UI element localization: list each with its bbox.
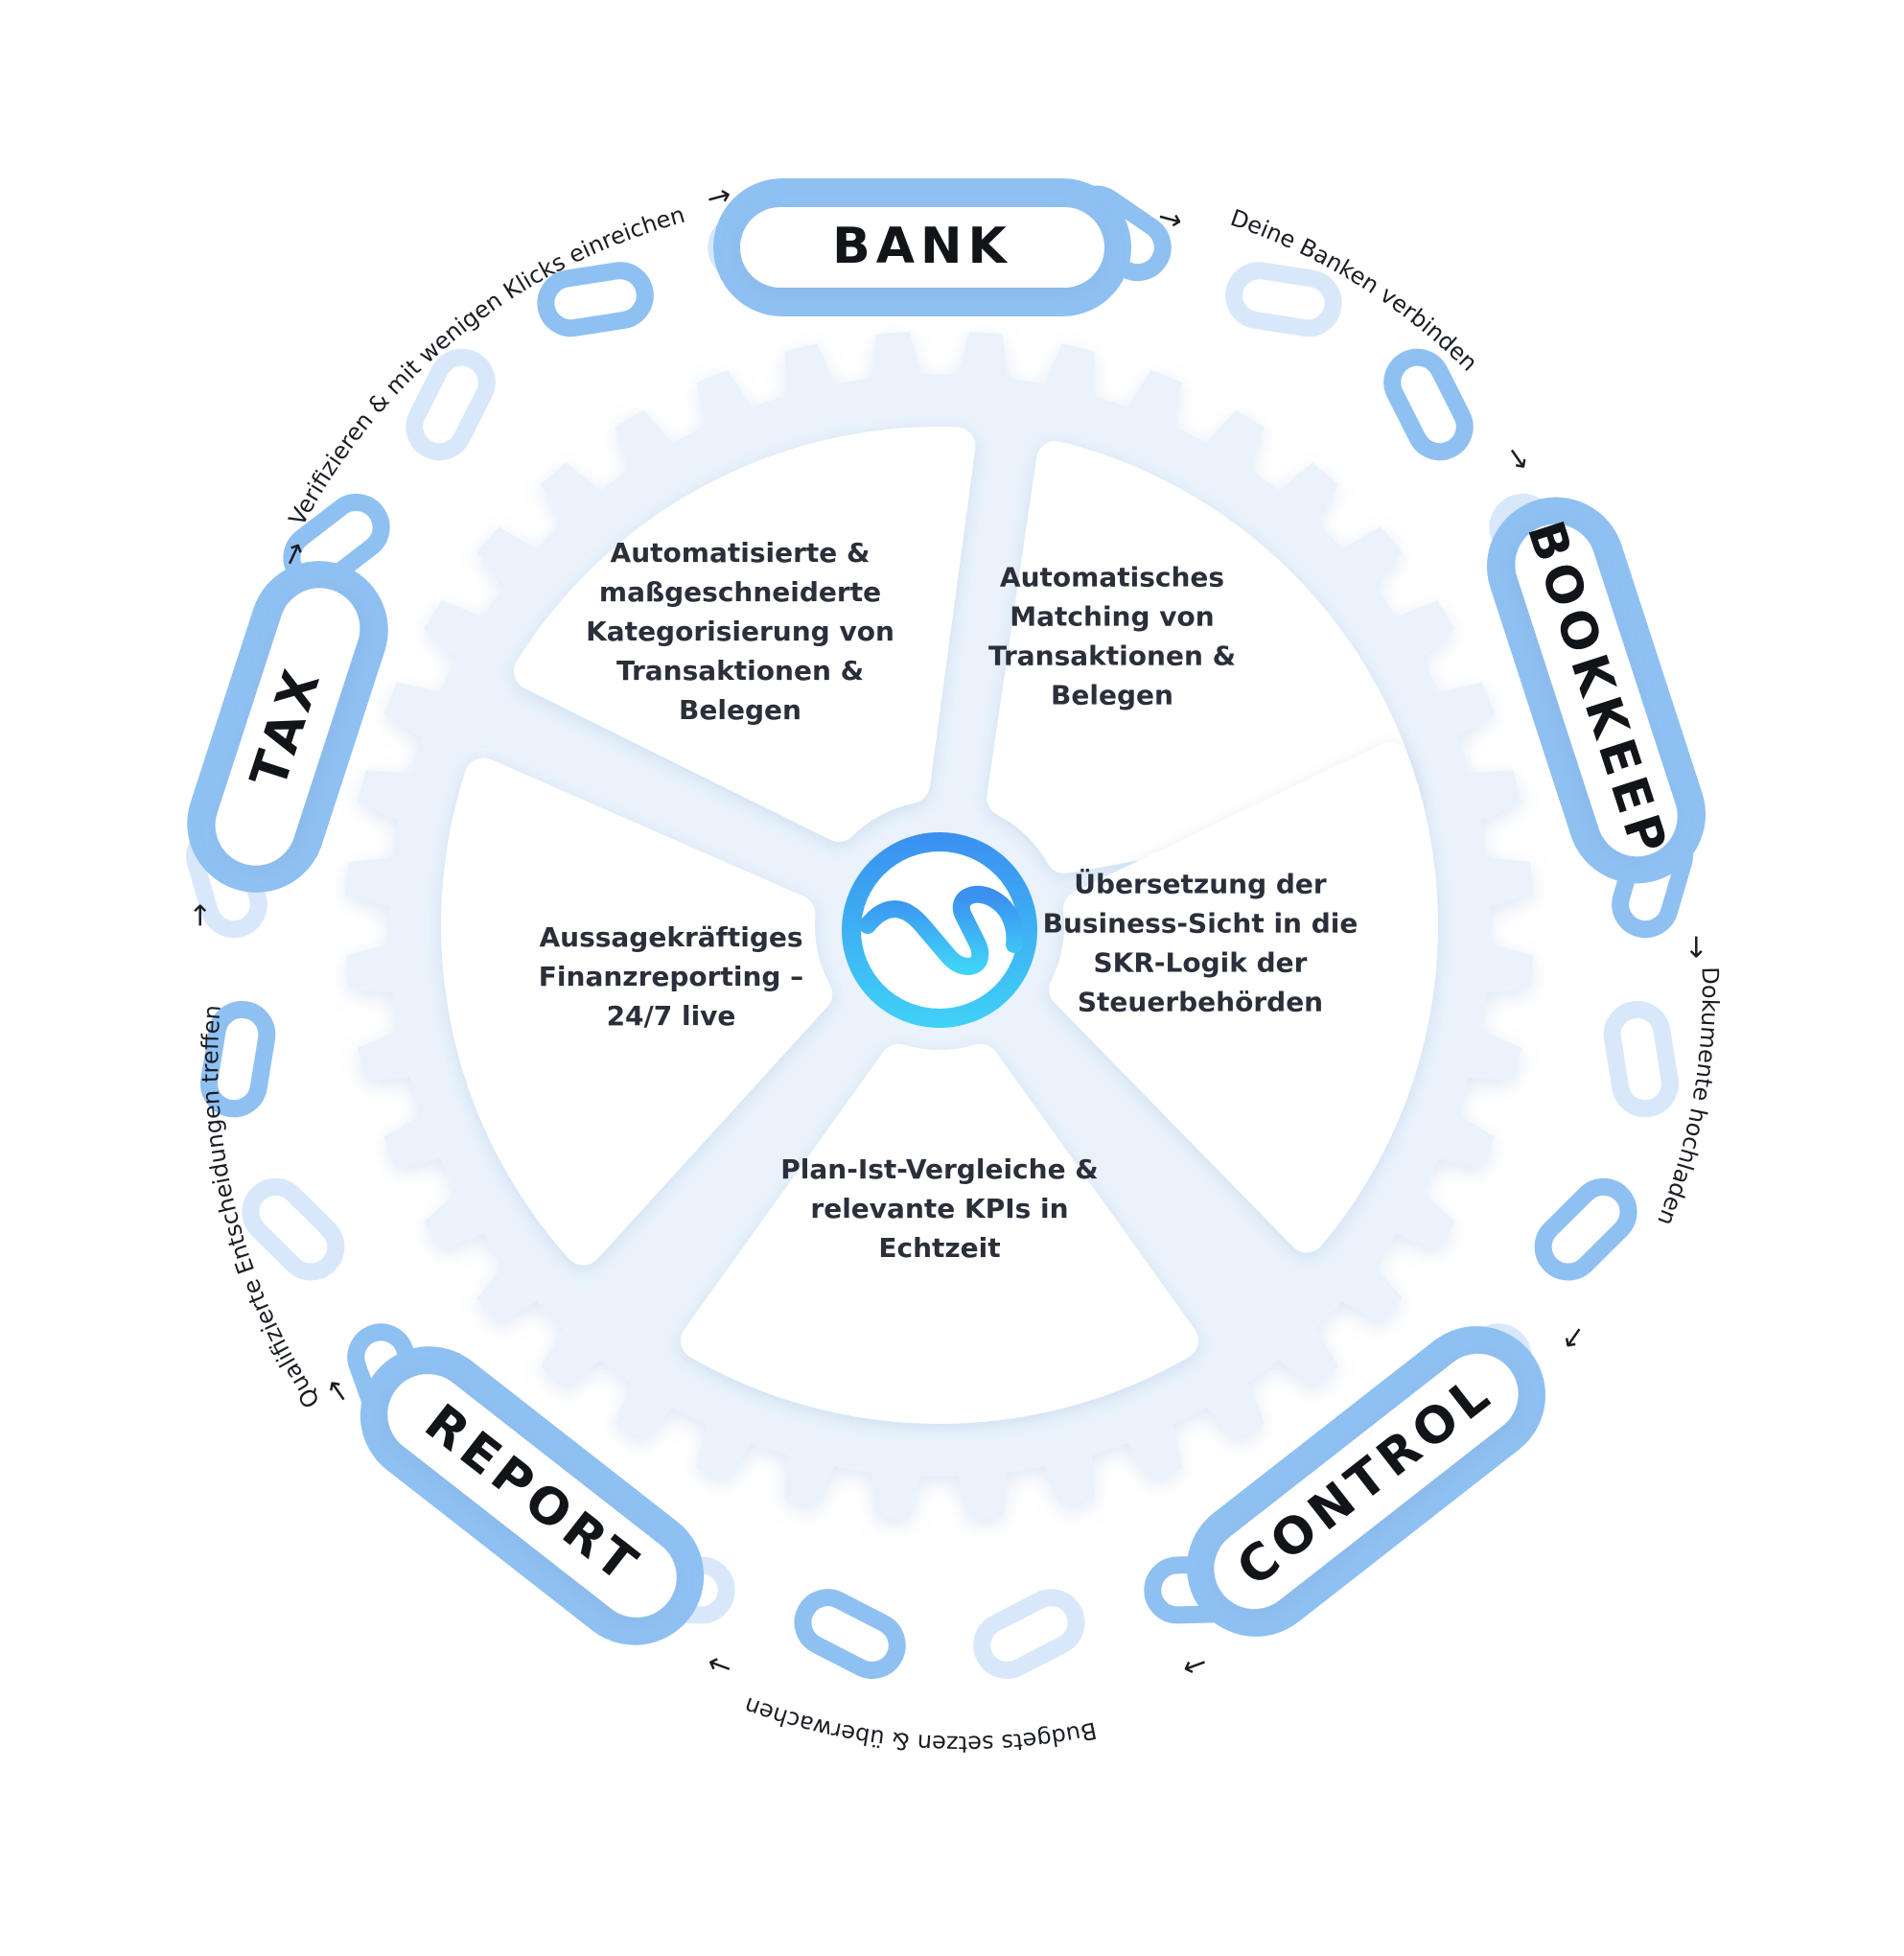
seg-skr-line: Übersetzung der (1074, 868, 1327, 900)
seg-matching-line: Matching von (1010, 601, 1214, 633)
stage-tax: TAX (187, 561, 388, 893)
chain-link (537, 262, 654, 338)
transition-label-bank-to-bookkeep: Deine Banken verbinden (1227, 204, 1483, 377)
chain-link (1225, 262, 1342, 338)
seg-categorization (513, 427, 976, 843)
stage-label-bank: BANK (832, 218, 1012, 275)
stage-pill (740, 207, 1104, 288)
seg-reporting (441, 757, 833, 1266)
seg-categorization-line: Kategorisierung von (586, 616, 894, 647)
seg-plan-ist (681, 1043, 1198, 1424)
seg-matching-line: Automatisches (1000, 562, 1224, 594)
seg-skr (1049, 741, 1438, 1253)
chain-link (242, 1177, 345, 1281)
seg-categorization-line: Transaktionen & (616, 655, 864, 687)
arrow-icon: → (183, 903, 217, 927)
stage-bank: BANK (713, 178, 1131, 316)
arrow-icon: → (703, 1645, 737, 1685)
chain-link (1603, 1000, 1679, 1118)
arrow-icon: → (1680, 935, 1713, 959)
arrow-icon: → (703, 177, 734, 216)
arrow-icon: → (317, 1371, 359, 1410)
seg-categorization-line: maßgeschneiderte (599, 576, 881, 608)
arrow-icon: → (1498, 439, 1539, 478)
transition-label-control-to-report: Budgets setzen & überwachen (741, 1691, 1100, 1757)
seg-skr-line: Business-Sicht in die (1043, 908, 1358, 940)
seg-reporting-line: 24/7 live (607, 1000, 736, 1032)
stage-pill (1515, 524, 1678, 857)
stage-report: REPORT (360, 1346, 705, 1645)
seg-skr-line: SKR-Logik der (1094, 947, 1308, 979)
stage-pill (215, 588, 360, 866)
seg-plan-ist-line: relevante KPIs in (810, 1193, 1068, 1224)
seg-categorization-line: Automatisierte & (611, 537, 871, 569)
arrow-icon: → (1177, 1645, 1212, 1685)
seg-matching (987, 440, 1420, 874)
brand-logo-icon (842, 832, 1037, 1028)
stage-pill (387, 1374, 677, 1618)
seg-plan-ist-line: Plan-Ist-Vergleiche & (780, 1153, 1098, 1185)
seg-categorization-line: Belegen (679, 694, 801, 726)
seg-skr-line: Steuerbehörden (1078, 987, 1323, 1018)
seg-reporting-line: Finanzreporting – (539, 961, 803, 992)
arrow-icon: → (1553, 1318, 1594, 1358)
seg-matching-line: Belegen (1051, 680, 1173, 711)
chain-link (794, 1589, 906, 1679)
stage-bookkeep: BOOKKEEP (1486, 497, 1707, 884)
chain-link (1383, 348, 1474, 461)
segment-ring: Automatisierte & maßgeschneiderteKategori… (441, 427, 1438, 1424)
arrow-icon: → (1154, 199, 1186, 238)
chain-link (973, 1589, 1085, 1679)
seg-reporting-line: Aussagekräftiges (539, 921, 802, 953)
stage-pill (1214, 1353, 1519, 1610)
seg-matching-line: Transaktionen & (988, 640, 1236, 672)
chain-link (1534, 1177, 1637, 1281)
seg-plan-ist-line: Echtzeit (878, 1232, 1000, 1264)
